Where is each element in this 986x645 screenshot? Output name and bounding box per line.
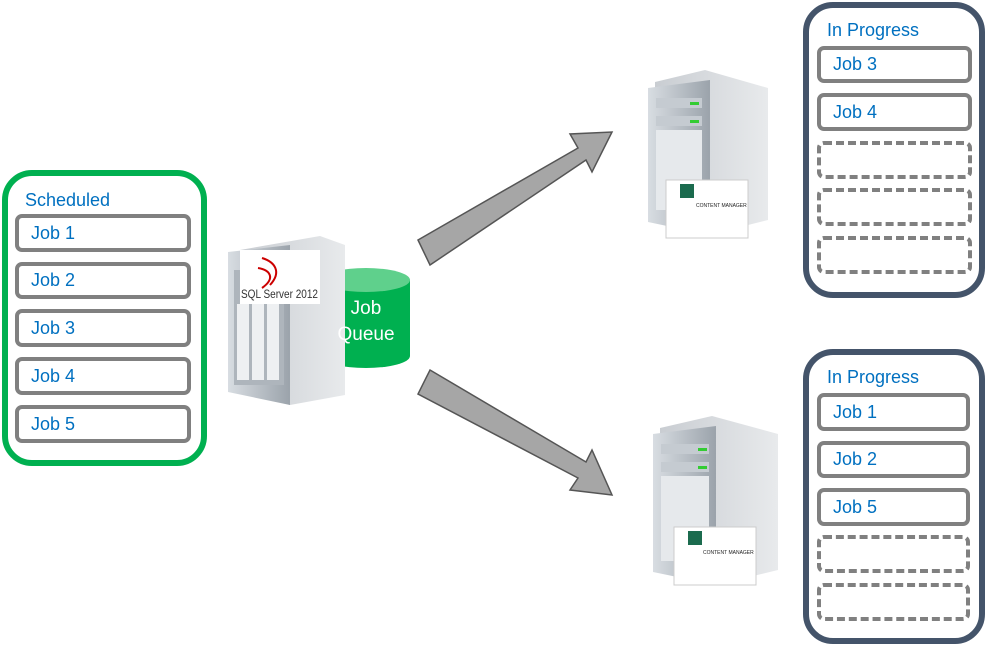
in-progress-panel-top	[803, 2, 985, 298]
scheduled-job: Job 1	[15, 214, 191, 252]
empty-slot	[817, 236, 972, 274]
job-queue-label: Job Queue	[322, 296, 410, 348]
job-queue-line1: Job	[350, 298, 382, 319]
in-progress-job: Job 3	[817, 46, 972, 83]
in-progress-title: In Progress	[827, 367, 920, 387]
sql-server-icon: SQL Server 2012	[228, 236, 345, 405]
empty-slot	[817, 141, 972, 179]
sql-server-logo-text: SQL Server 2012	[241, 287, 318, 301]
scheduled-job: Job 5	[15, 405, 191, 443]
empty-slot	[817, 583, 970, 621]
scheduled-job: Job 3	[15, 309, 191, 347]
in-progress-title: In Progress	[827, 20, 920, 40]
empty-slot	[817, 188, 972, 226]
in-progress-panel-bottom	[803, 349, 985, 644]
in-progress-job: Job 1	[817, 393, 970, 431]
job-queue-line2: Queue	[337, 324, 395, 345]
in-progress-job: Job 2	[817, 441, 970, 478]
content-manager-badge: CONTENT MANAGER	[703, 550, 754, 556]
in-progress-job: Job 5	[817, 488, 970, 526]
scheduled-panel	[2, 170, 207, 466]
empty-slot	[817, 535, 970, 573]
content-manager-badge: CONTENT MANAGER	[696, 203, 747, 209]
arrow-to-bottom-worker	[417, 368, 614, 496]
in-progress-job: Job 4	[817, 93, 972, 131]
arrow-to-top-worker	[417, 131, 614, 267]
scheduled-job: Job 2	[15, 262, 191, 299]
scheduled-job: Job 4	[15, 357, 191, 395]
worker-server-bottom-icon: CONTENT MANAGER	[653, 416, 778, 586]
scheduled-title: Scheduled	[25, 190, 111, 210]
worker-server-top-icon: CONTENT MANAGER	[648, 70, 768, 239]
